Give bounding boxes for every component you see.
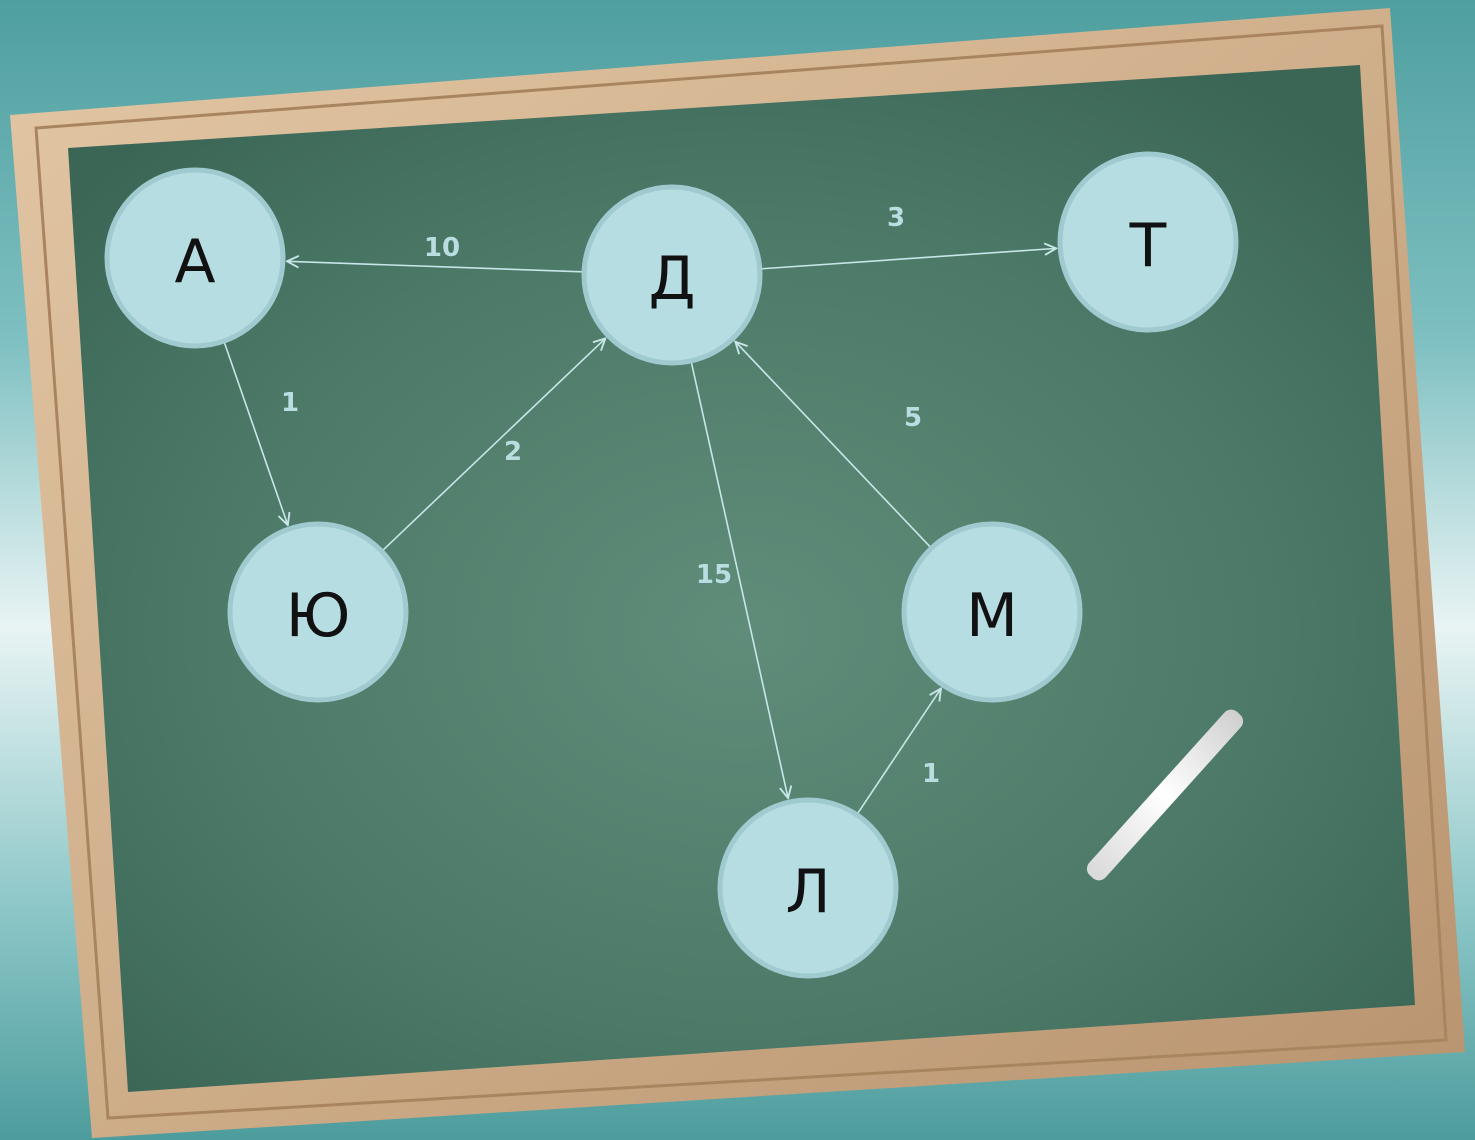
edge-Yu-D bbox=[382, 338, 605, 551]
node-label: А bbox=[174, 227, 215, 297]
node-circle bbox=[1057, 151, 1239, 333]
node-L: Л bbox=[717, 797, 899, 979]
node-Yu: Ю bbox=[227, 521, 409, 703]
edge-weight-M-D: 5 bbox=[904, 403, 922, 433]
edge-weight-L-M: 1 bbox=[922, 759, 940, 789]
node-circle bbox=[227, 521, 409, 703]
edge-weight-D-L: 15 bbox=[696, 560, 732, 590]
node-label: Ю bbox=[286, 581, 351, 651]
node-D: Д bbox=[581, 184, 763, 366]
edge-L-M bbox=[857, 689, 941, 814]
edge-weight-Yu-D: 2 bbox=[504, 437, 522, 467]
node-circle bbox=[717, 797, 899, 979]
edge-weight-D-T: 3 bbox=[887, 203, 905, 233]
edge-D-L bbox=[690, 362, 788, 798]
edge-D-T bbox=[761, 248, 1056, 270]
graph-nodes: А Д Т Ю М Л bbox=[104, 151, 1239, 979]
edge-weight-D-A: 10 bbox=[424, 233, 460, 263]
edge-M-D bbox=[735, 342, 931, 548]
node-label: М bbox=[966, 581, 1018, 651]
node-circle bbox=[104, 167, 286, 349]
edge-A-Yu bbox=[223, 342, 288, 525]
graph-edges bbox=[223, 248, 1057, 814]
node-label: Т bbox=[1129, 211, 1167, 281]
board-surface bbox=[68, 65, 1415, 1092]
node-M: М bbox=[901, 521, 1083, 703]
node-A: А bbox=[104, 167, 286, 349]
node-label: Л bbox=[785, 857, 830, 927]
node-circle bbox=[581, 184, 763, 366]
node-T: Т bbox=[1057, 151, 1239, 333]
node-label: Д bbox=[649, 244, 696, 314]
edge-D-A bbox=[287, 261, 583, 273]
graph-edge-labels: 10 3 1 2 15 5 1 bbox=[281, 203, 940, 789]
edge-weight-A-Yu: 1 bbox=[281, 388, 299, 418]
node-circle bbox=[901, 521, 1083, 703]
board-frame-inner bbox=[34, 24, 1448, 1120]
chalk-stick bbox=[1086, 709, 1244, 881]
